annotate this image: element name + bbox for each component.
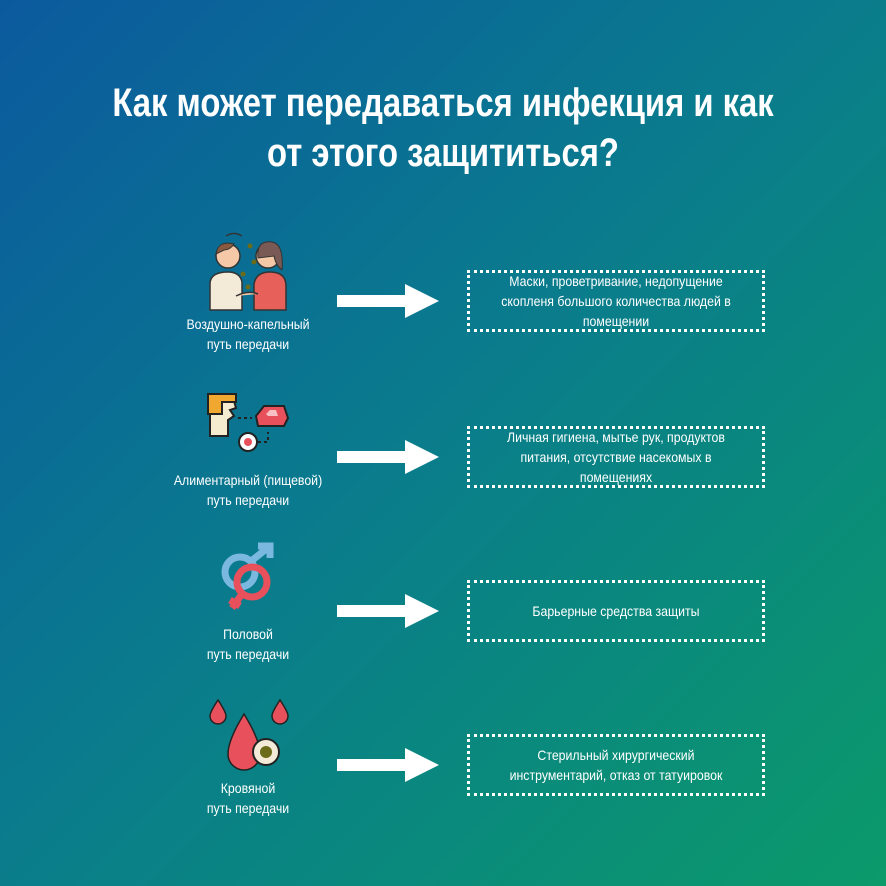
route-suffix: путь передачи (206, 492, 290, 508)
prevention-text: Стерильный хирургический инструментарий,… (509, 747, 723, 783)
row-sexual: Половой путь передачи Барьерные средства … (0, 542, 886, 672)
route-suffix: путь передачи (206, 646, 290, 662)
route-name: Алиментарный (пищевой) (173, 472, 323, 488)
prevention-text: Маски, проветривание, недопущение скопле… (501, 273, 731, 329)
row-airborne: Воздушно-капельный путь передачи Маски, п… (0, 232, 886, 362)
route-name: Половой (223, 626, 273, 642)
arrow-right-icon (337, 284, 439, 318)
prevention-box: Стерильный хирургический инструментарий,… (467, 734, 765, 796)
route-name: Воздушно-капельный (186, 316, 310, 332)
title-line-1: Как может передаваться инфекция и как (112, 81, 774, 125)
route-label: Кровяной путь передачи (160, 778, 336, 818)
page-title: Как может передаваться инфекция и как от… (80, 78, 807, 178)
route-suffix: путь передачи (206, 336, 290, 352)
people-talking-icon (209, 232, 287, 311)
prevention-box: Маски, проветривание, недопущение скопле… (467, 270, 765, 332)
prevention-text: Личная гигиена, мытье рук, продуктов пит… (507, 429, 725, 485)
person-food-germ-icon (207, 393, 290, 452)
route-label: Алиментарный (пищевой) путь передачи (160, 470, 336, 510)
row-blood: Кровяной путь передачи Стерильный хирурги… (0, 696, 886, 826)
title-line-2: от этого защититься? (267, 131, 619, 175)
prevention-text: Барьерные средства защиты (532, 603, 700, 619)
arrow-right-icon (337, 594, 439, 628)
route-suffix: путь передачи (206, 800, 290, 816)
blood-drops-icon (209, 698, 289, 771)
prevention-box: Личная гигиена, мытье рук, продуктов пит… (467, 426, 765, 488)
prevention-box: Барьерные средства защиты (467, 580, 765, 642)
arrow-right-icon (337, 440, 439, 474)
route-name: Кровяной (220, 780, 276, 796)
gender-symbols-icon (221, 542, 274, 611)
route-label: Воздушно-капельный путь передачи (160, 314, 336, 354)
arrow-right-icon (337, 748, 439, 782)
route-label: Половой путь передачи (160, 624, 336, 664)
row-alimentary: Алиментарный (пищевой) путь передачи Личн… (0, 388, 886, 518)
